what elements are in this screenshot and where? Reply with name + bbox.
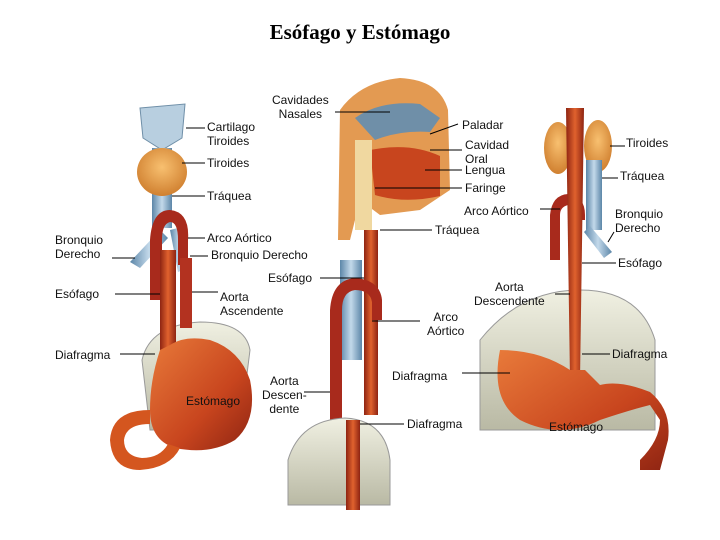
label-bronquio-derecho-mid: Bronquio Derecho [211, 248, 308, 262]
label-traquea-right: Tráquea [620, 169, 664, 183]
label-traquea-left: Tráquea [207, 189, 251, 203]
aorta-ascending-left [180, 258, 192, 328]
label-traquea-mid: Tráquea [435, 223, 479, 237]
leader-bronquio-r [608, 232, 614, 242]
label-tiroides-right: Tiroides [626, 136, 668, 150]
oral-cavity [370, 147, 440, 200]
diaphragm-mid [288, 418, 390, 505]
trachea-mid [340, 260, 362, 360]
label-paladar: Paladar [462, 118, 503, 132]
label-esofago-left: Esófago [55, 287, 99, 301]
label-estomago-right: Estómago [549, 420, 603, 434]
label-lengua: Lengua [465, 163, 505, 177]
trachea-right [586, 160, 602, 230]
label-diafragma-mid: Diafragma [392, 369, 447, 383]
bronchus-right-right [584, 226, 612, 258]
pharynx [355, 140, 372, 230]
label-arco-aortico-mid: Arco Aórtico [464, 204, 529, 218]
thyroid-cartilage-left [140, 104, 185, 150]
middle-figure [288, 78, 450, 510]
esophagus-mid [364, 230, 378, 415]
label-estomago-left: Estómago [186, 394, 240, 408]
label-arco-aortico-left: Arco Aórtico [207, 231, 272, 245]
label-faringe: Faringe [465, 181, 506, 195]
esophagus-mid-lower [346, 420, 360, 510]
label-tiroides-left: Tiroides [207, 156, 249, 170]
label-esofago-right: Esófago [618, 256, 662, 270]
thyroid-left [137, 148, 187, 196]
label-diafragma-mid2: Diafragma [407, 417, 462, 431]
label-esofago-mid: Esófago [268, 271, 312, 285]
label-diafragma-right: Diafragma [612, 347, 667, 361]
label-diafragma-left: Diafragma [55, 348, 110, 362]
